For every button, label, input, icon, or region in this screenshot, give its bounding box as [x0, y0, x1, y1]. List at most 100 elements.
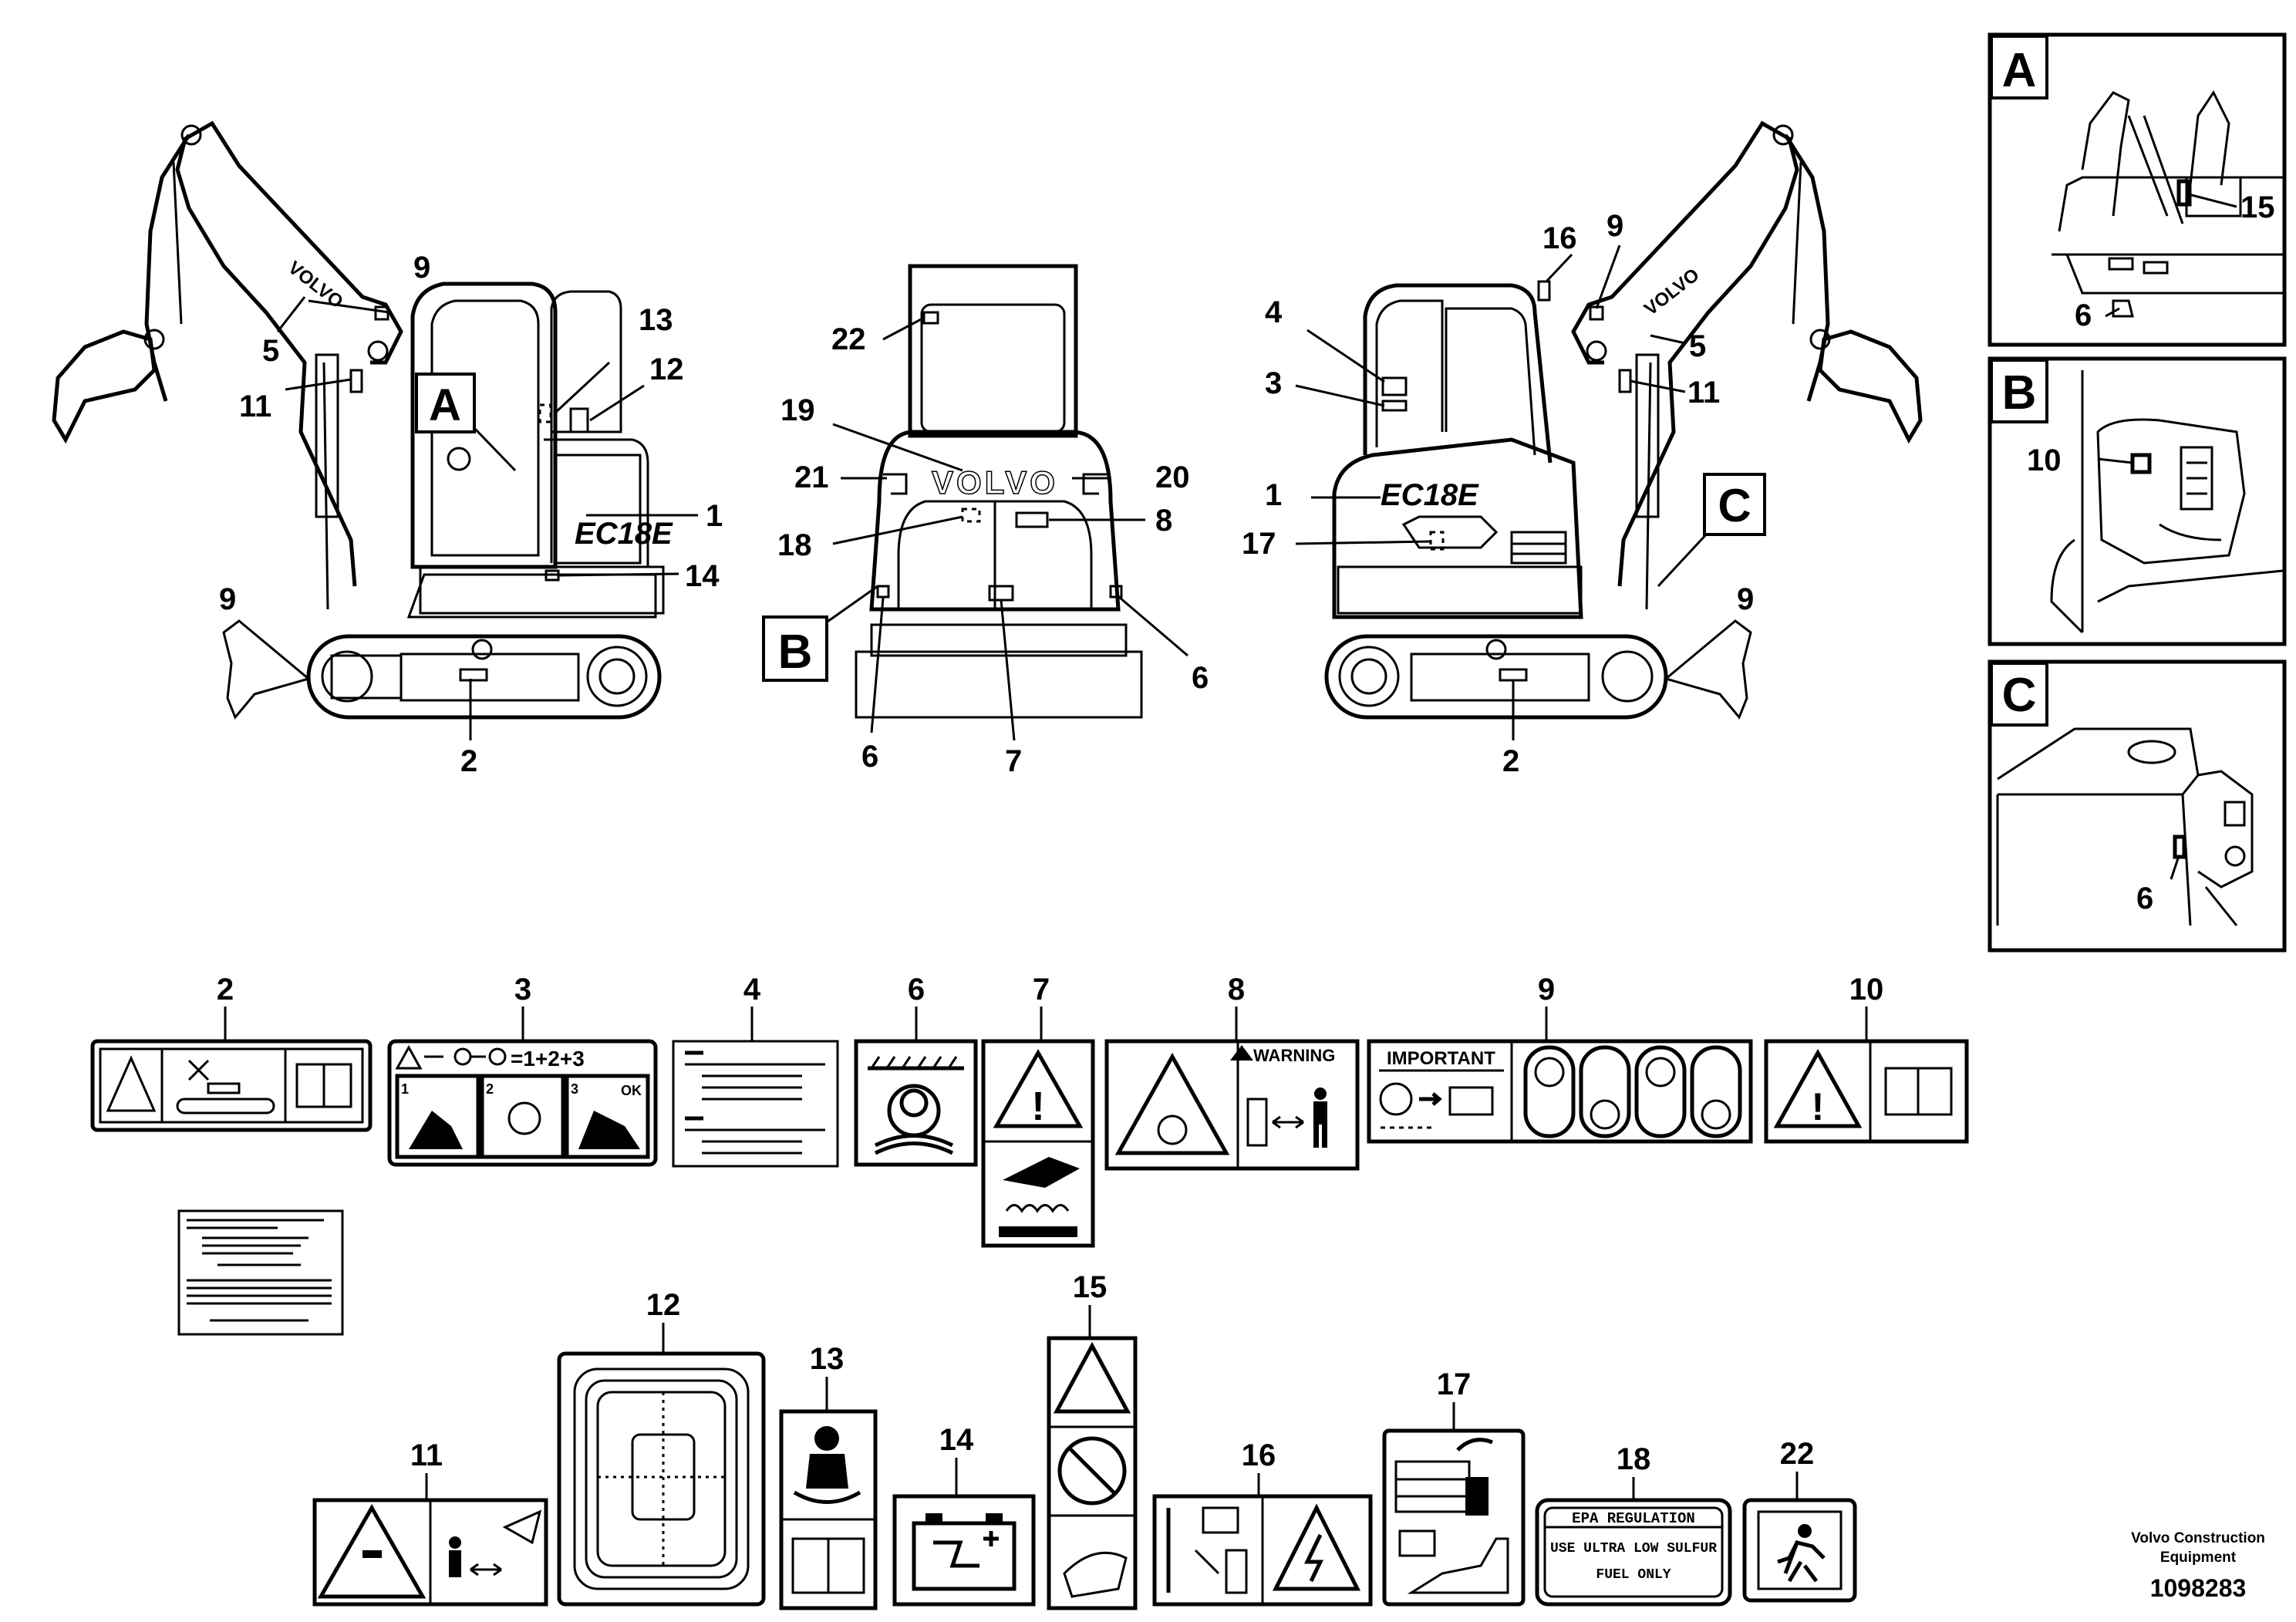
- legend-callout-22: 22: [1780, 1437, 1815, 1471]
- marker-22: [922, 311, 939, 325]
- callout-18: 18: [777, 528, 812, 562]
- decal-18-line3: FUEL ONLY: [1596, 1567, 1671, 1583]
- legend-callout-14: 14: [939, 1423, 974, 1457]
- marker-11-left: [349, 369, 363, 393]
- callout-13: 13: [639, 303, 673, 337]
- legend-callout-7: 7: [1033, 973, 1050, 1007]
- marker-6-detail-c: [2173, 835, 2186, 859]
- view-a-marker: [415, 373, 476, 433]
- decal-17: [1382, 1428, 1526, 1607]
- right-cab: [1363, 283, 1553, 464]
- callout-21: 21: [794, 460, 829, 494]
- detail-view-a: A 15 6: [1988, 32, 2287, 347]
- callout-8: 8: [1155, 504, 1172, 538]
- legend-callout-11: 11: [410, 1438, 443, 1472]
- legend-callout-12: 12: [646, 1288, 681, 1322]
- callout-6-detail-a: 6: [2075, 298, 2092, 332]
- decal-11: [312, 1498, 548, 1607]
- callout-5-left: 5: [262, 334, 279, 368]
- callout-2-left: 2: [460, 744, 477, 778]
- footer-company-line2: Equipment: [2160, 1549, 2237, 1566]
- left-side-view: VOLVO EC18E 1 14 2 9 5 11 13 12 9 A: [52, 120, 723, 778]
- legend-callout-4: 4: [743, 973, 761, 1007]
- decal-18-line1: EPA REGULATION: [1572, 1510, 1695, 1527]
- callout-6-rear-left: 6: [861, 740, 878, 774]
- marker-3: [1381, 400, 1408, 412]
- callout-3-right: 3: [1265, 366, 1282, 400]
- callout-4: 4: [1265, 295, 1283, 329]
- decal-3-ok: OK: [621, 1083, 642, 1098]
- callout-14: 14: [685, 559, 720, 593]
- decal-text-sheet: [177, 1209, 344, 1336]
- legend-callout-15: 15: [1073, 1270, 1108, 1304]
- rear-cab: [908, 264, 1078, 438]
- view-c-marker: [1703, 473, 1766, 536]
- callout-10-detail: 10: [2027, 443, 2062, 477]
- decal-3-step1: 1: [401, 1081, 409, 1097]
- right-boom: [1571, 120, 1799, 587]
- callout-16: 16: [1542, 221, 1577, 255]
- right-boom-brand: VOLVO: [1640, 265, 1703, 320]
- decal-9: IMPORTANT: [1367, 1039, 1753, 1144]
- decal-8-warning: WARNING: [1253, 1046, 1335, 1065]
- callout-11-right: 11: [1687, 376, 1720, 410]
- callout-11-left: 11: [239, 389, 271, 423]
- rear-brand: VOLVO: [932, 464, 1058, 501]
- footer-company-line1: Volvo Construction: [2131, 1530, 2265, 1546]
- marker-16: [1537, 280, 1551, 302]
- decal-legend-row-2: 11 12 13: [312, 1270, 1857, 1610]
- right-model-label: EC18E: [1381, 478, 1479, 512]
- view-b-marker-label: B: [778, 626, 813, 679]
- marker-2-left: [459, 668, 488, 682]
- callout-19: 19: [781, 393, 815, 427]
- callout-9-left: 9: [413, 251, 430, 285]
- detail-view-b: B 10: [1988, 356, 2287, 646]
- decal-6: [854, 1039, 978, 1167]
- footer-drawing-number: 1098283: [2150, 1574, 2247, 1602]
- marker-14-left: [544, 569, 560, 582]
- legend-callout-8: 8: [1228, 973, 1245, 1007]
- footer-block: Volvo Construction Equipment 1098283: [2131, 1530, 2265, 1602]
- decal-14: [892, 1494, 1036, 1607]
- marker-6-rear-left: [876, 585, 890, 599]
- decal-18-line2: USE ULTRA LOW SULFUR: [1550, 1541, 1717, 1556]
- callout-9-blade-left: 9: [219, 582, 236, 616]
- view-b-marker: [762, 615, 828, 682]
- callout-2-right: 2: [1502, 744, 1519, 778]
- callout-7: 7: [1005, 744, 1022, 778]
- marker-12-left: [569, 407, 589, 433]
- detail-view-c: C 6: [1988, 659, 2287, 953]
- legend-callout-3: 3: [514, 973, 531, 1007]
- decal-8: WARNING: [1104, 1039, 1360, 1171]
- left-boom: [175, 120, 403, 587]
- marker-10: [2130, 453, 2152, 474]
- rear-view: VOLVO 22 19 20 21 18 8 7 6 6 B: [762, 264, 1209, 778]
- decal-22: [1742, 1498, 1857, 1603]
- legend-callout-17: 17: [1437, 1367, 1472, 1401]
- decal-2: [90, 1039, 373, 1132]
- callout-22: 22: [831, 322, 866, 356]
- svg-text:!: !: [1031, 1084, 1044, 1129]
- detail-b-label: B: [2002, 366, 2037, 420]
- marker-6-detail-a: [2112, 299, 2134, 318]
- decal-9-important: IMPORTANT: [1387, 1048, 1495, 1069]
- callout-6-detail-c: 6: [2136, 882, 2153, 916]
- decal-7: !: [981, 1039, 1095, 1248]
- decal-legend-row-1: 2 3 =1+2+3 1 2: [90, 973, 1969, 1336]
- decal-12: [557, 1351, 766, 1607]
- detail-a-label: A: [2002, 44, 2037, 97]
- legend-callout-6: 6: [908, 973, 925, 1007]
- legend-callout-16: 16: [1242, 1438, 1276, 1472]
- decal-3-step2: 2: [486, 1081, 494, 1097]
- right-side-view: EC18E VOLVO 4 3 1 17 2 16: [1242, 120, 1923, 778]
- marker-13-left: [538, 403, 552, 423]
- legend-callout-2: 2: [217, 973, 234, 1007]
- marker-17: [1429, 531, 1445, 551]
- legend-callout-10: 10: [1849, 973, 1884, 1007]
- decal-15: [1047, 1336, 1138, 1610]
- decal-3-step3: 3: [571, 1081, 578, 1097]
- callout-1-right: 1: [1265, 478, 1282, 512]
- callout-17: 17: [1242, 527, 1276, 561]
- callout-6-rear-right: 6: [1192, 661, 1209, 695]
